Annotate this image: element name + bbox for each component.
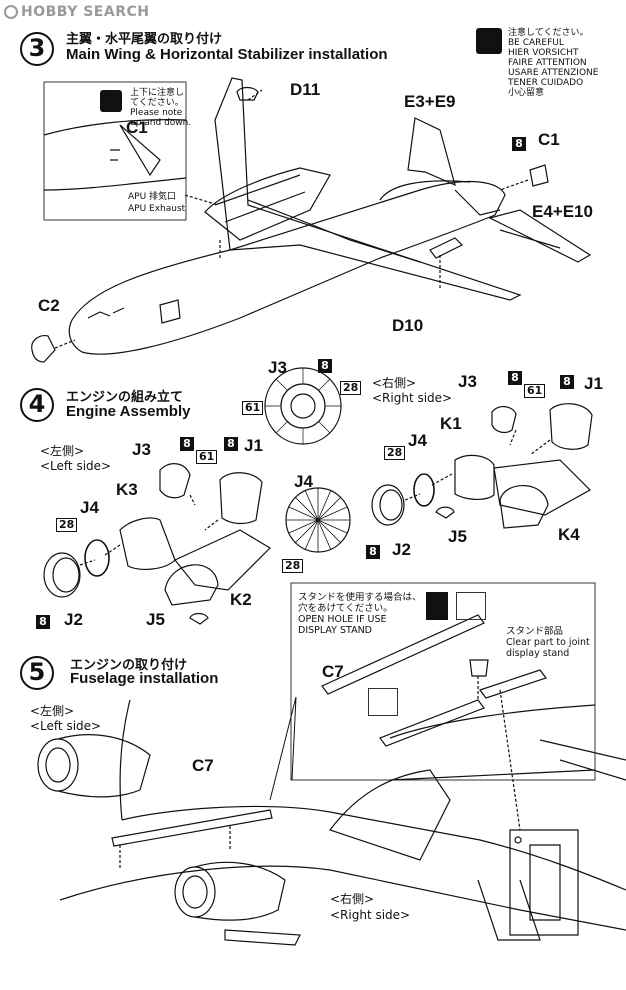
- part-label-j2-right: J2: [392, 540, 411, 559]
- step-4-number: 4: [20, 388, 54, 422]
- part-label-j3-right: J3: [458, 372, 477, 391]
- part-label-k2: K2: [230, 590, 252, 609]
- paint-badge: 61: [524, 381, 546, 399]
- part-label-j3-top: J3: [268, 358, 287, 377]
- part-label-j5-left: J5: [146, 610, 165, 629]
- display-stand-part-drawing: [509, 829, 579, 936]
- paint-badge: 28: [340, 378, 362, 396]
- part-label-d11: D11: [290, 80, 321, 99]
- left-side-label-jp: <左側>: [40, 444, 85, 458]
- apu-exhaust-inset-drawing: [43, 119, 187, 191]
- part-label-j2-left: J2: [64, 610, 83, 629]
- stand-instruction: スタンドを使用する場合は、穴をあけてください。 OPEN HOLE IF USE…: [298, 592, 422, 636]
- part-label-c2: C2: [38, 296, 60, 315]
- step-3-title-jp: 主翼・水平尾翼の取り付け: [66, 32, 223, 47]
- part-label-j4-left: J4: [80, 498, 99, 517]
- paint-badge: 8: [560, 372, 574, 390]
- step-4-title-en: Engine Assembly: [66, 403, 191, 420]
- part-label-c1: C1: [538, 130, 560, 149]
- part-label-e4e10: E4+E10: [532, 202, 593, 221]
- step4-mid-fan-drawing: [285, 487, 351, 553]
- step4-right-engine-drawing: [371, 403, 593, 529]
- part-label-j1-left: J1: [244, 436, 263, 455]
- right-side-label-en: <Right side>: [372, 391, 453, 405]
- warning-icon: [476, 28, 502, 54]
- paint-badge: 61: [196, 447, 218, 465]
- paint-badge: 8: [318, 356, 332, 374]
- step-5-title-jp: エンジンの取り付け: [70, 658, 188, 673]
- watermark: HOBBY SEARCH: [4, 4, 149, 20]
- step5-right-engine-drawing: [174, 861, 286, 921]
- part-label-j3-left: J3: [132, 440, 151, 459]
- stand-detail-drawing: [321, 614, 596, 831]
- part-label-j4-mid: J4: [294, 472, 313, 491]
- inset-warning-icon: [100, 90, 122, 112]
- paint-badge: 8: [366, 542, 380, 560]
- inset-part-label: C1: [126, 118, 148, 137]
- part-label-j1-right: J1: [584, 374, 603, 393]
- paint-badge: 28: [282, 556, 304, 574]
- part-label-c7-stand: C7: [322, 662, 344, 681]
- hole-direction-icon: [456, 592, 486, 620]
- paint-badge: 8: [180, 434, 194, 452]
- step4-left-engine-drawing: [43, 463, 271, 625]
- paint-badge: 8: [224, 434, 238, 452]
- left-side-label-en-5: <Left side>: [30, 719, 102, 733]
- step-3-title-en: Main Wing & Horizontal Stabilizer instal…: [66, 46, 388, 63]
- apu-exhaust-label-jp: APU 排気口: [128, 192, 177, 202]
- right-side-label-en-5: <Right side>: [330, 908, 411, 922]
- part-label-c7-main: C7: [192, 756, 214, 775]
- right-side-label-jp-5: <右側>: [330, 892, 375, 906]
- step-5-number: 5: [20, 656, 54, 690]
- left-side-label-jp-5: <左側>: [30, 704, 75, 718]
- apu-exhaust-label-en: APU Exhaust: [128, 204, 186, 214]
- part-label-d10: D10: [392, 316, 424, 335]
- paint-badge: 28: [384, 443, 406, 461]
- left-side-label-en: <Left side>: [40, 459, 112, 473]
- step3-aircraft-drawing: [31, 77, 592, 363]
- step-3-number: 3: [20, 32, 54, 66]
- part-label-k1: K1: [440, 414, 462, 433]
- step5-pylon-strip-drawing: [111, 809, 273, 870]
- step5-left-engine-drawing: [37, 734, 151, 798]
- drill-icon: [426, 592, 448, 620]
- step5-fuselage-drawing: [59, 699, 626, 946]
- step4-top-fan-drawing: [264, 367, 342, 445]
- part-label-k4: K4: [558, 525, 580, 544]
- paint-badge: 8: [512, 134, 526, 152]
- step-4-title-jp: エンジンの組み立て: [66, 390, 184, 405]
- paint-badge: 28: [56, 515, 78, 533]
- right-side-label-jp: <右側>: [372, 376, 417, 390]
- watermark-logo-icon: [4, 5, 18, 19]
- part-label-j5-right: J5: [448, 527, 467, 546]
- hole-direction-icon: [368, 688, 398, 716]
- step-5-title-en: Fuselage installation: [70, 670, 219, 687]
- paint-badge: 8: [508, 368, 522, 386]
- part-label-k3: K3: [116, 480, 138, 499]
- part-label-j4-right: J4: [408, 431, 427, 450]
- paint-badge: 61: [242, 398, 264, 416]
- paint-badge: 8: [36, 612, 50, 630]
- part-label-e3e9: E3+E9: [404, 92, 456, 111]
